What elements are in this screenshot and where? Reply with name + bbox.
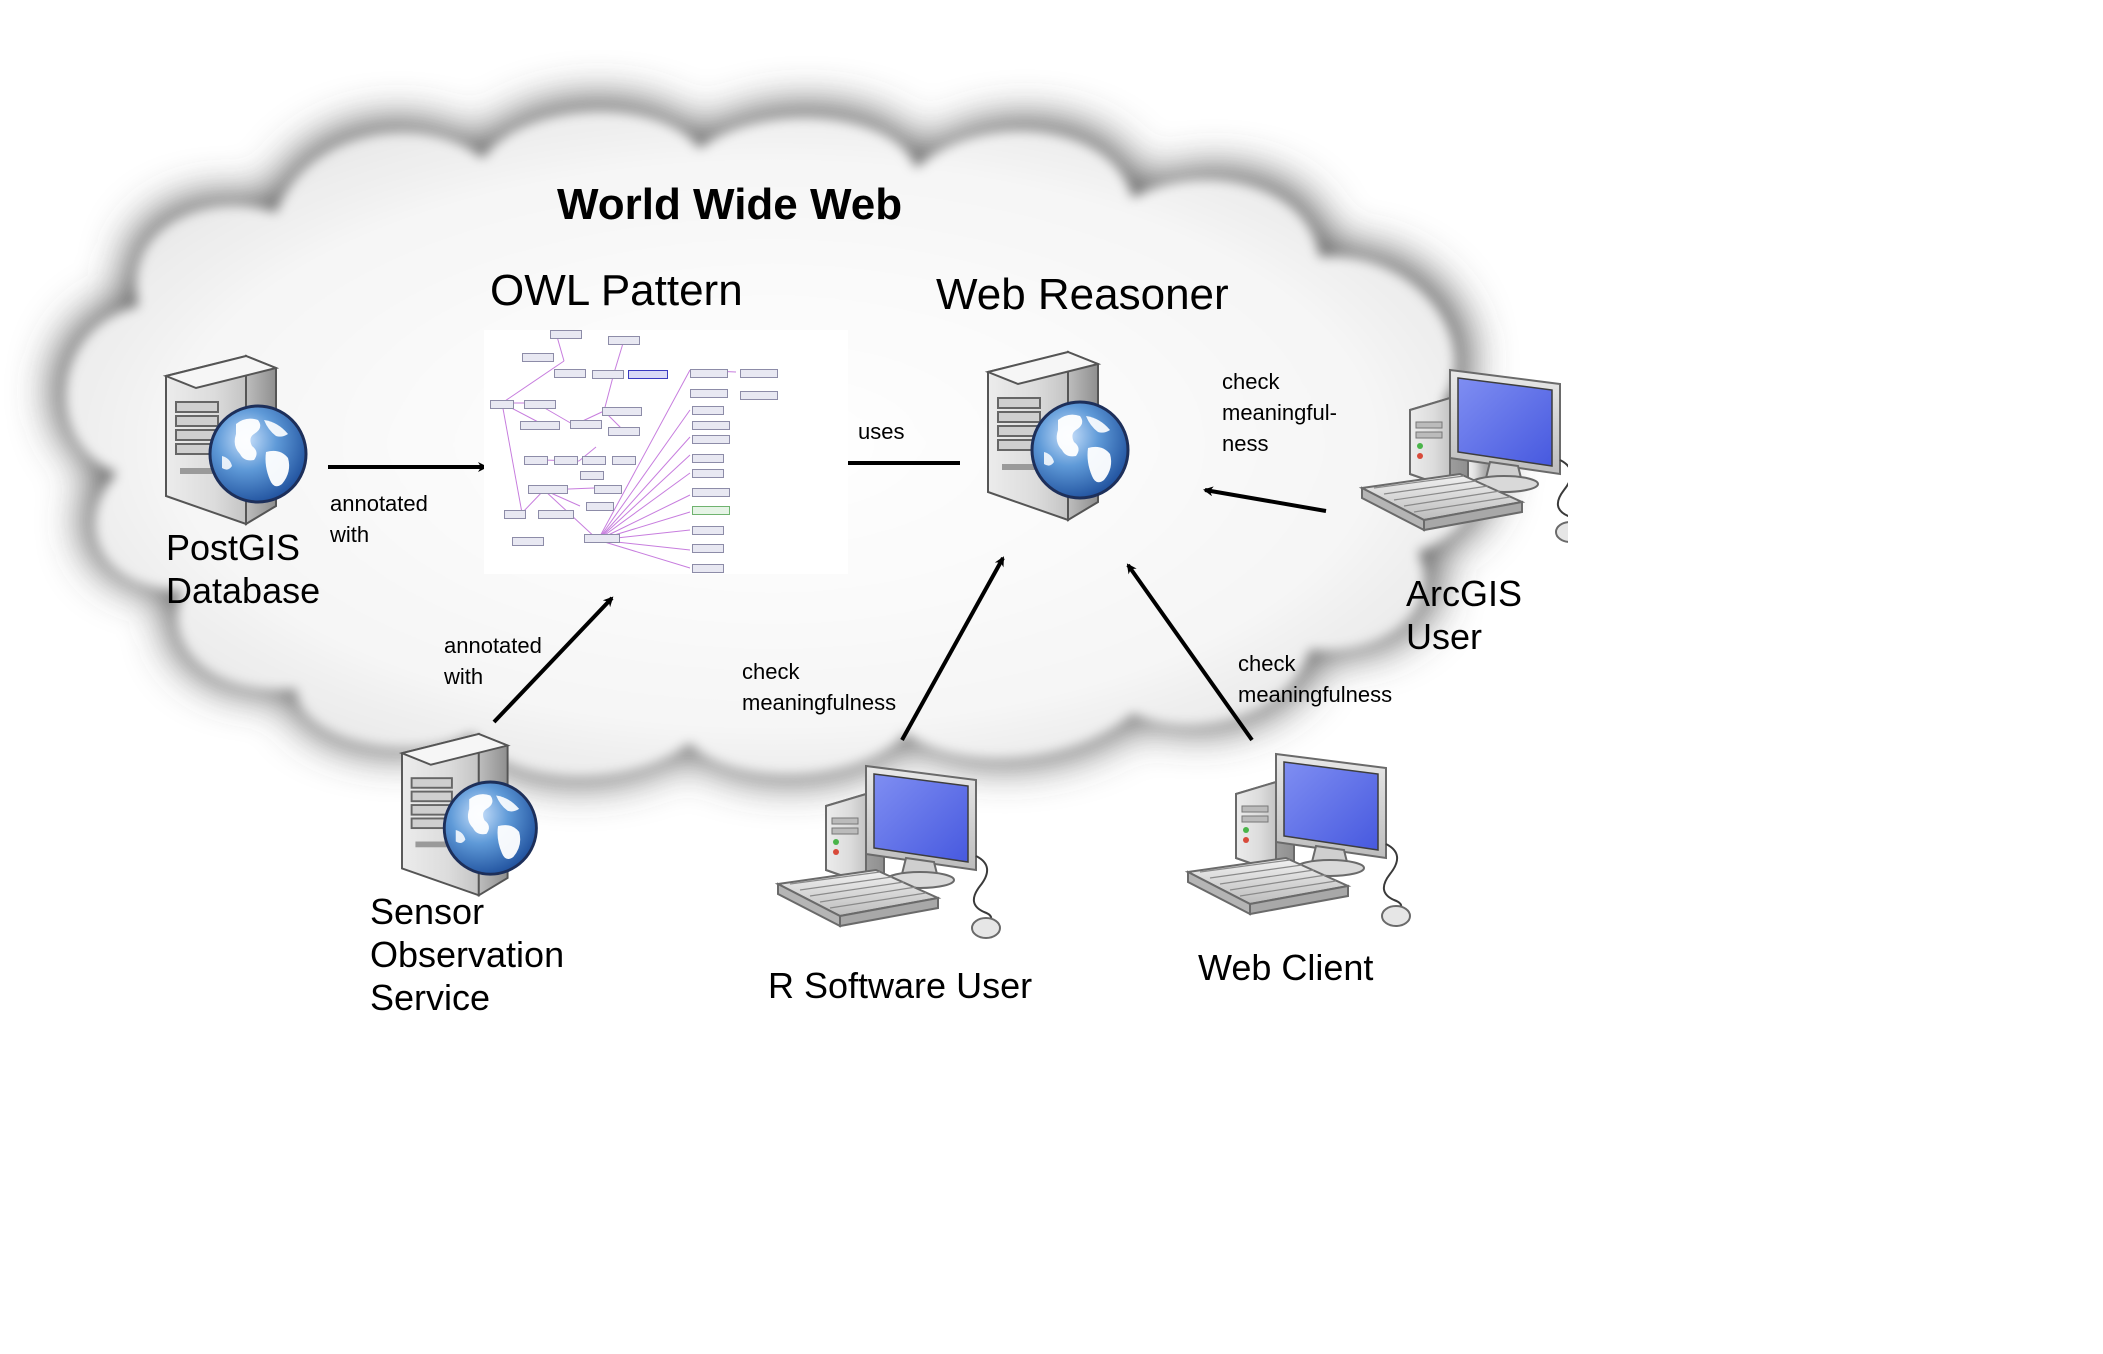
edge-label-arcgis-to-reasoner: check meaningful- ness xyxy=(1222,366,1337,459)
arrow-arcgis-to-reasoner xyxy=(1203,486,1327,513)
world-wide-web-title: World Wide Web xyxy=(557,180,903,229)
edge-label-line: meaningfulness xyxy=(1238,682,1393,707)
sos-label: Sensor Observation Service xyxy=(370,890,564,1019)
r-user-label: R Software User xyxy=(768,965,1033,1006)
edge-label-sos-to-owl: annotated with xyxy=(444,630,542,692)
arrow-sos-to-owl xyxy=(492,596,614,724)
arrow-webclient-to-reasoner xyxy=(1126,563,1254,742)
web-client-workstation-icon xyxy=(1187,753,1411,927)
sos-label-line-1: Sensor xyxy=(370,891,485,932)
edge-label-reasoner-to-owl: uses xyxy=(858,416,904,447)
edge-label-line: annotated xyxy=(444,633,542,658)
sos-label-line-2: Observation xyxy=(370,934,565,975)
r-user-workstation-icon xyxy=(777,765,1001,939)
edge-label-line: annotated xyxy=(330,491,428,516)
edge-label-postgis-to-owl: annotated with xyxy=(330,488,428,550)
owl-pattern-graph-image xyxy=(484,330,848,574)
edge-label-line: uses xyxy=(858,419,905,444)
arrow-r-user-to-reasoner xyxy=(900,556,1005,741)
edge-label-line: with xyxy=(444,664,484,689)
edge-label-line: check xyxy=(1222,369,1280,394)
web-reasoner-label: Web Reasoner xyxy=(936,270,1229,319)
postgis-label: PostGIS Database xyxy=(166,526,320,612)
edge-label-r-user-to-reasoner: check meaningfulness xyxy=(742,656,896,718)
edge-label-line: check xyxy=(742,659,800,684)
arcgis-label-line-1: ArcGIS xyxy=(1406,573,1523,614)
arcgis-label-line-2: User xyxy=(1406,616,1483,657)
diagram-canvas xyxy=(55,101,1568,939)
sos-label-line-3: Service xyxy=(370,977,491,1018)
postgis-label-line-2: Database xyxy=(166,570,321,611)
arcgis-label: ArcGIS User xyxy=(1406,572,1522,658)
web-client-label: Web Client xyxy=(1198,947,1374,988)
edge-label-line: meaningful- xyxy=(1222,400,1337,425)
edge-label-line: with xyxy=(330,522,370,547)
edge-label-line: check xyxy=(1238,651,1296,676)
owl-pattern-label: OWL Pattern xyxy=(490,266,743,315)
edge-label-line: meaningfulness xyxy=(742,690,897,715)
postgis-label-line-1: PostGIS xyxy=(166,527,301,568)
edge-label-line: ness xyxy=(1222,431,1269,456)
edge-label-webclient-to-reasoner: check meaningfulness xyxy=(1238,648,1392,710)
arrows-layer xyxy=(328,458,1327,742)
